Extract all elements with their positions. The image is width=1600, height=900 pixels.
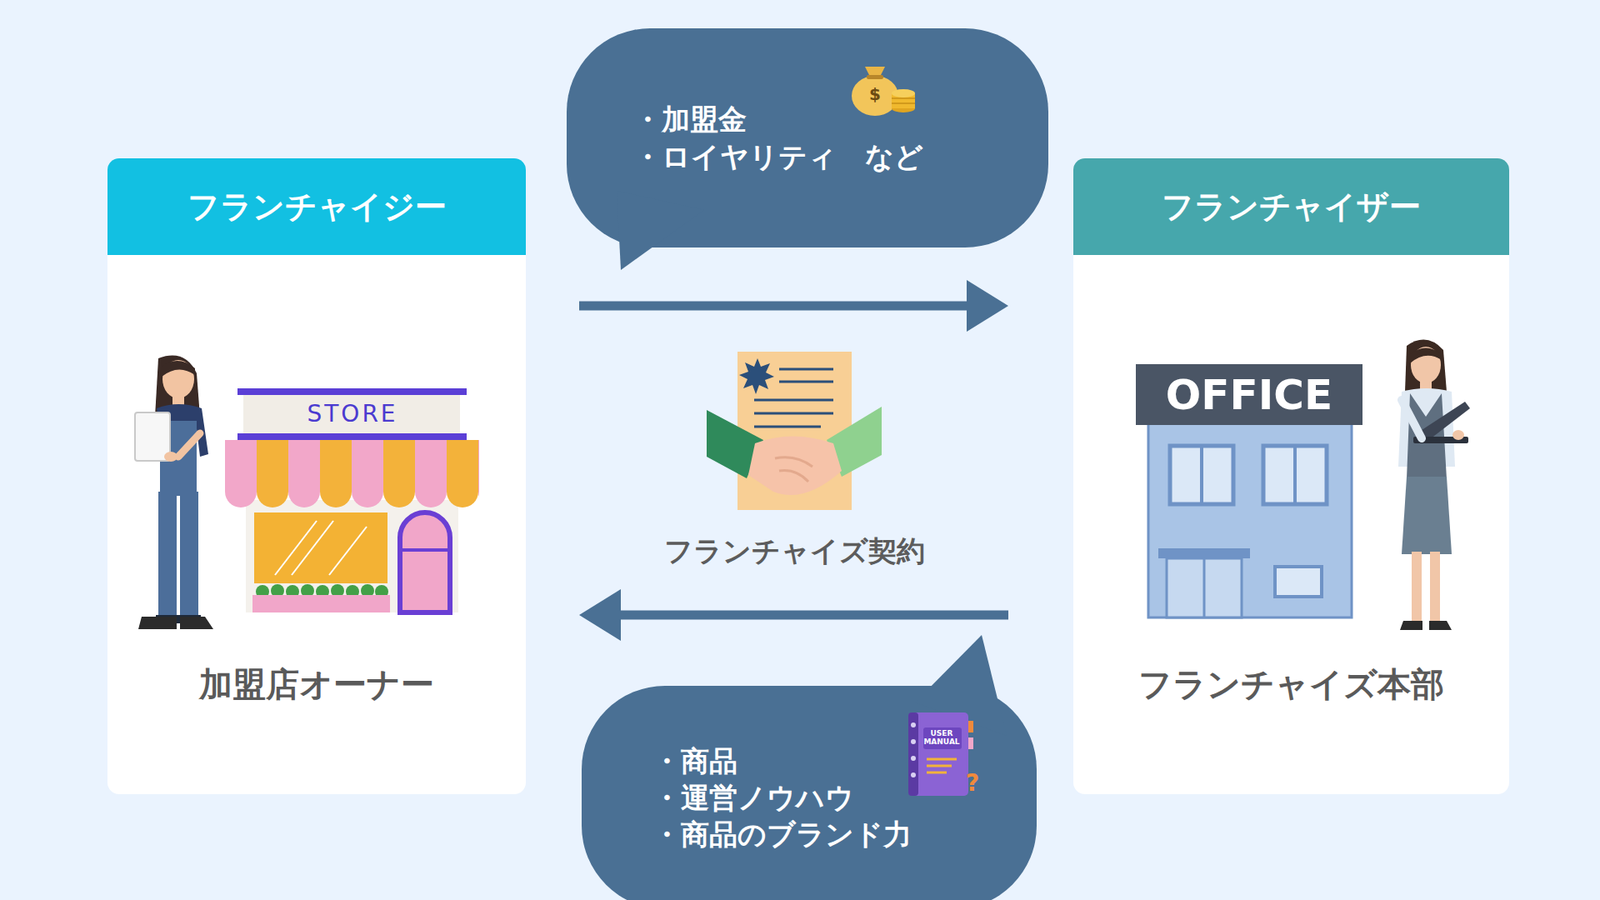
franchisor-card: フランチャイザーフランチャイズ本部 — [1073, 158, 1510, 795]
card-header: フランチャイザー — [1073, 158, 1510, 255]
card-header: フランチャイジー — [107, 158, 526, 255]
bubble-shape — [566, 28, 1049, 248]
speech-bubble: ・加盟金・ロイヤリティ など — [566, 28, 1049, 248]
bullet-item: ・商品 — [652, 742, 912, 780]
bullet-item: ・ロイヤリティ など — [633, 138, 924, 175]
card-title: フランチャイザー — [1161, 185, 1421, 229]
question-mark: ? — [960, 769, 985, 798]
dollar-sign: $ — [862, 84, 888, 105]
flow-arrow — [579, 301, 975, 311]
bubble-text: ・商品・運営ノウハウ・商品のブランド力 — [652, 685, 912, 900]
bubble-text: ・加盟金・ロイヤリティ など — [633, 28, 924, 248]
bullet-item: ・商品のブランド力 — [652, 815, 912, 853]
card-caption: 加盟店オーナー — [107, 661, 526, 708]
franchisee-card: フランチャイジー加盟店オーナー — [107, 158, 526, 795]
office-sign: OFFICE — [1136, 370, 1362, 420]
bullet-item: ・加盟金 — [633, 100, 924, 138]
manual-cover: USER MANUAL — [923, 730, 960, 747]
store-sign: STORE — [248, 400, 457, 429]
card-title: フランチャイジー — [187, 185, 447, 229]
flow-arrow — [612, 610, 1009, 620]
bullet-item: ・運営ノウハウ — [652, 779, 912, 816]
card-caption: フランチャイズ本部 — [1073, 661, 1510, 708]
contract-label: フランチャイズ契約 — [619, 534, 970, 569]
